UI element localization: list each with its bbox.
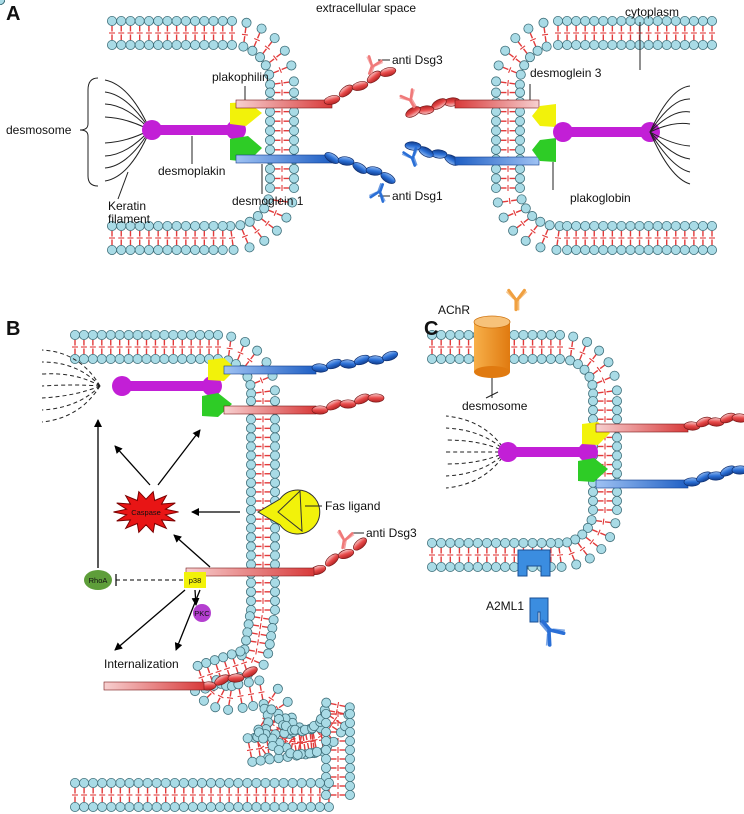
pkc-circle xyxy=(193,604,211,622)
dsg1-ectodomain-c xyxy=(683,465,744,487)
membrane-c xyxy=(0,0,623,573)
dsg1-ectodomain-a-left xyxy=(324,152,396,184)
anti-dsg1-label-a: anti Dsg1 xyxy=(392,189,443,203)
extracellular-space-label: extracellular space xyxy=(316,1,416,15)
achr-label: AChR xyxy=(438,303,470,317)
cadherin-ectodomains-c xyxy=(683,412,744,487)
plakoglobin-right xyxy=(532,138,556,162)
membrane-b xyxy=(0,0,355,813)
a2ml1-fragment xyxy=(529,597,549,623)
desmoplakin-knob-right xyxy=(553,122,573,142)
plakoglobin-b xyxy=(202,393,232,417)
panel-b: B Caspase Fas ligand anti Dsg3 xyxy=(6,318,417,691)
desmoglein1-rod-b xyxy=(223,365,317,375)
achr-stem-bar xyxy=(485,391,499,399)
keratin-filament-label-line2: filament xyxy=(108,212,151,226)
autoantibodies xyxy=(336,55,566,647)
desmosome-label-c: desmosome xyxy=(462,399,528,413)
achr-bottom xyxy=(474,366,510,378)
p38-label: p38 xyxy=(189,576,202,585)
panel-a: A extracellular space cytoplasm desmosom… xyxy=(6,1,691,226)
dsg3-ectodomain-signaling xyxy=(309,537,367,576)
fas-ligand-label: Fas ligand xyxy=(325,499,380,513)
anti-dsg1-antibody-a2 xyxy=(401,146,419,167)
internalization-label: Internalization xyxy=(104,657,179,671)
anti-dsg1-antibody-a1 xyxy=(368,182,386,203)
cadherin-ectodomains-a xyxy=(323,67,461,184)
desmoglein1-rod-right xyxy=(454,156,540,166)
anti-dsg3-label-b: anti Dsg3 xyxy=(366,526,417,540)
desmoplakin-label: desmoplakin xyxy=(158,164,225,178)
a2ml1-receptor xyxy=(517,549,551,577)
caspase-star xyxy=(113,490,179,534)
desmoplakin-head-c xyxy=(498,442,518,462)
desmoglein1-rod-left xyxy=(235,154,333,164)
keratin-filament-dashed-b xyxy=(41,349,101,423)
desmoglein1-label: desmoglein 1 xyxy=(232,194,304,208)
desmoglein3-rod-internalized xyxy=(103,681,205,691)
achr-top xyxy=(473,315,511,329)
plakophilin-right xyxy=(532,104,556,127)
dsg3-ectodomain-c xyxy=(683,412,744,431)
anti-dsg3-label-a: anti Dsg3 xyxy=(392,53,443,67)
desmoplakin-head-b xyxy=(112,376,132,396)
membrane-a-right xyxy=(0,0,718,255)
desmosome-brace xyxy=(79,77,99,187)
desmoglein3-rod-b xyxy=(223,405,317,415)
anti-dsg3-antibody-a1 xyxy=(366,55,384,76)
desmoglein3-rod-right xyxy=(454,99,540,109)
rhoa-label: RhoA xyxy=(89,576,108,585)
anti-dsg3-antibody-b xyxy=(336,529,355,550)
a2ml1-label: A2ML1 xyxy=(486,599,524,613)
panel-c-letter: C xyxy=(424,318,438,340)
caspase-label: Caspase xyxy=(131,508,161,517)
desmoglein3-rod-left xyxy=(235,99,333,109)
fas-ligand-triangle xyxy=(277,489,303,533)
keratin-filament-dashed-c xyxy=(445,415,507,489)
plakoglobin-label: plakoglobin xyxy=(570,191,631,205)
plakophilin-b xyxy=(208,358,236,381)
pkc-label: PKC xyxy=(194,609,210,618)
panel-b-letter: B xyxy=(6,318,20,340)
dsg3-ectodomain-a-left xyxy=(323,67,397,105)
keratin-leader xyxy=(117,171,129,200)
achr-channel xyxy=(474,322,510,372)
rhoa-oval xyxy=(84,570,112,590)
keratin-filament-right xyxy=(649,85,691,185)
p38-box xyxy=(184,572,206,588)
desmoplakin-head-left xyxy=(142,120,162,140)
desmoglein3-label: desmoglein 3 xyxy=(530,66,602,80)
signaling-arrows xyxy=(94,419,240,651)
desmoglein1-rod-c xyxy=(595,479,689,489)
plakoglobin-c xyxy=(578,458,608,482)
dsg3-ectodomain-b xyxy=(311,393,385,415)
cytoplasm-label: cytoplasm xyxy=(625,5,679,19)
a2ml1-antibody xyxy=(539,619,566,647)
panel-a-letter: A xyxy=(6,3,20,25)
achr-antibody xyxy=(505,288,528,312)
dsg1-ectodomain-b xyxy=(311,350,398,373)
desmoplakin-knob-c xyxy=(578,442,598,462)
keratin-filament-label-line1: Keratin xyxy=(108,199,146,213)
anti-dsg3-antibody-a2 xyxy=(399,88,417,109)
desmoglein3-rod-c xyxy=(595,423,689,433)
panel-c: C AChR desmosome A2ML1 xyxy=(336,55,744,647)
desmosome-label: desmosome xyxy=(6,123,72,137)
plakophilin-label: plakophilin xyxy=(212,70,269,84)
desmoplakin-knob-b xyxy=(202,376,222,396)
